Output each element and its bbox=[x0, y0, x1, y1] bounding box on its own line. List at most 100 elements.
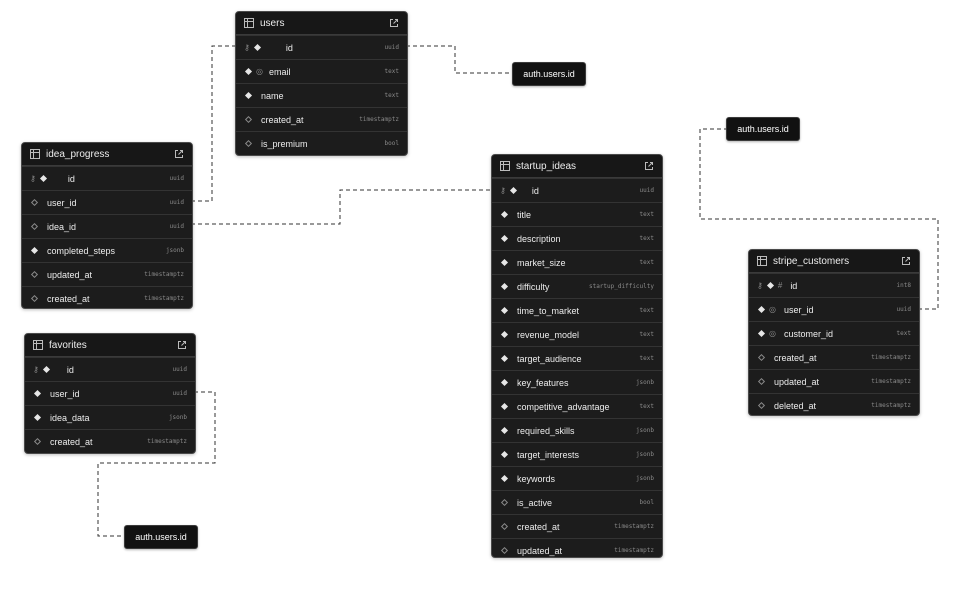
column-row[interactable]: title text bbox=[492, 202, 662, 226]
column-name: title bbox=[517, 209, 532, 220]
table-favorites[interactable]: favorites ⚷ id uuid user_id uuid idea_da… bbox=[24, 333, 196, 454]
column-name: name bbox=[261, 90, 284, 101]
external-link-icon[interactable] bbox=[174, 149, 184, 159]
column-row[interactable]: updated_at timestamptz bbox=[749, 369, 919, 393]
column-row[interactable]: name text bbox=[236, 83, 407, 107]
nullable-icon bbox=[244, 115, 253, 124]
column-name: required_skills bbox=[517, 425, 575, 436]
required-icon bbox=[253, 43, 261, 52]
reference-node-users[interactable]: auth.users.id bbox=[512, 62, 586, 86]
reference-node-stripe[interactable]: auth.users.id bbox=[726, 117, 800, 141]
external-link-icon[interactable] bbox=[901, 256, 911, 266]
column-row[interactable]: idea_id uuid bbox=[22, 214, 192, 238]
column-type: text bbox=[639, 331, 654, 338]
column-row[interactable]: revenue_model text bbox=[492, 322, 662, 346]
column-row[interactable]: updated_at timestamptz bbox=[22, 262, 192, 286]
column-row[interactable]: created_at timestamptz bbox=[749, 345, 919, 369]
key-icon: ⚷ bbox=[33, 364, 39, 374]
column-type: uuid bbox=[639, 187, 654, 194]
column-type: timestamptz bbox=[614, 523, 654, 530]
column-row[interactable]: ⚷ id uuid bbox=[236, 35, 407, 59]
column-row[interactable]: ⚷# id int8 bbox=[749, 273, 919, 297]
column-type: jsonb bbox=[635, 451, 654, 458]
external-link-icon[interactable] bbox=[177, 340, 187, 350]
column-row[interactable]: ◎ customer_id text bbox=[749, 321, 919, 345]
column-name: id bbox=[66, 364, 74, 375]
column-row[interactable]: ⚷ id uuid bbox=[22, 166, 192, 190]
column-name: revenue_model bbox=[517, 329, 580, 340]
column-row[interactable]: user_id uuid bbox=[25, 381, 195, 405]
table-idea-progress[interactable]: idea_progress ⚷ id uuid user_id uuid ide… bbox=[21, 142, 193, 309]
external-link-icon[interactable] bbox=[644, 161, 654, 171]
column-row[interactable]: created_at timestamptz bbox=[25, 429, 195, 453]
column-row[interactable]: user_id uuid bbox=[22, 190, 192, 214]
required-icon bbox=[500, 258, 509, 267]
column-type: text bbox=[639, 211, 654, 218]
table-users[interactable]: users ⚷ id uuid ◎ email text name text c… bbox=[235, 11, 408, 156]
required-icon bbox=[39, 174, 47, 183]
column-name: updated_at bbox=[517, 545, 563, 556]
table-startup-ideas[interactable]: startup_ideas ⚷ id uuid title text descri… bbox=[491, 154, 663, 558]
required-icon bbox=[500, 234, 509, 243]
column-row[interactable]: idea_data jsonb bbox=[25, 405, 195, 429]
table-name: startup_ideas bbox=[516, 160, 577, 172]
column-name: created_at bbox=[517, 521, 560, 532]
column-row[interactable]: ◎ user_id uuid bbox=[749, 297, 919, 321]
table-name: favorites bbox=[49, 339, 87, 351]
required-icon bbox=[500, 282, 509, 291]
link-favorites-auth bbox=[97, 391, 216, 537]
required-icon bbox=[500, 354, 509, 363]
table-header[interactable]: idea_progress bbox=[22, 143, 192, 166]
table-icon bbox=[757, 256, 767, 266]
column-type: text bbox=[639, 235, 654, 242]
external-link-icon[interactable] bbox=[389, 18, 399, 28]
column-row[interactable]: deleted_at timestamptz bbox=[749, 393, 919, 415]
table-header[interactable]: stripe_customers bbox=[749, 250, 919, 273]
nullable-icon bbox=[30, 222, 39, 231]
column-name: user_id bbox=[50, 388, 80, 399]
column-type: jsonb bbox=[635, 475, 654, 482]
column-row[interactable]: created_at timestamptz bbox=[492, 514, 662, 538]
column-name: email bbox=[268, 66, 291, 77]
column-row[interactable]: completed_steps jsonb bbox=[22, 238, 192, 262]
column-type: jsonb bbox=[168, 414, 187, 421]
column-type: bool bbox=[639, 499, 654, 506]
table-header[interactable]: startup_ideas bbox=[492, 155, 662, 178]
column-row[interactable]: ⚷ id uuid bbox=[25, 357, 195, 381]
column-row[interactable]: ◎ email text bbox=[236, 59, 407, 83]
column-row[interactable]: ⚷ id uuid bbox=[492, 178, 662, 202]
column-name: idea_data bbox=[50, 412, 90, 423]
table-header[interactable]: users bbox=[236, 12, 407, 35]
column-type: uuid bbox=[896, 306, 911, 313]
column-row[interactable]: is_premium bool bbox=[236, 131, 407, 155]
column-row[interactable]: created_at timestamptz bbox=[236, 107, 407, 131]
nullable-icon bbox=[30, 294, 39, 303]
column-name: time_to_market bbox=[517, 305, 580, 316]
reference-node-favorites[interactable]: auth.users.id bbox=[124, 525, 198, 549]
table-stripe-customers[interactable]: stripe_customers ⚷# id int8 ◎ user_id uu… bbox=[748, 249, 920, 416]
column-name: created_at bbox=[47, 293, 90, 304]
required-icon bbox=[500, 474, 509, 483]
column-type: timestamptz bbox=[871, 378, 911, 385]
column-name: created_at bbox=[774, 352, 817, 363]
column-type: uuid bbox=[384, 44, 399, 51]
column-name: id bbox=[285, 42, 293, 53]
column-row[interactable]: created_at timestamptz bbox=[22, 286, 192, 308]
column-name: updated_at bbox=[774, 376, 820, 387]
nullable-icon bbox=[30, 198, 39, 207]
table-header[interactable]: favorites bbox=[25, 334, 195, 357]
column-name: updated_at bbox=[47, 269, 93, 280]
